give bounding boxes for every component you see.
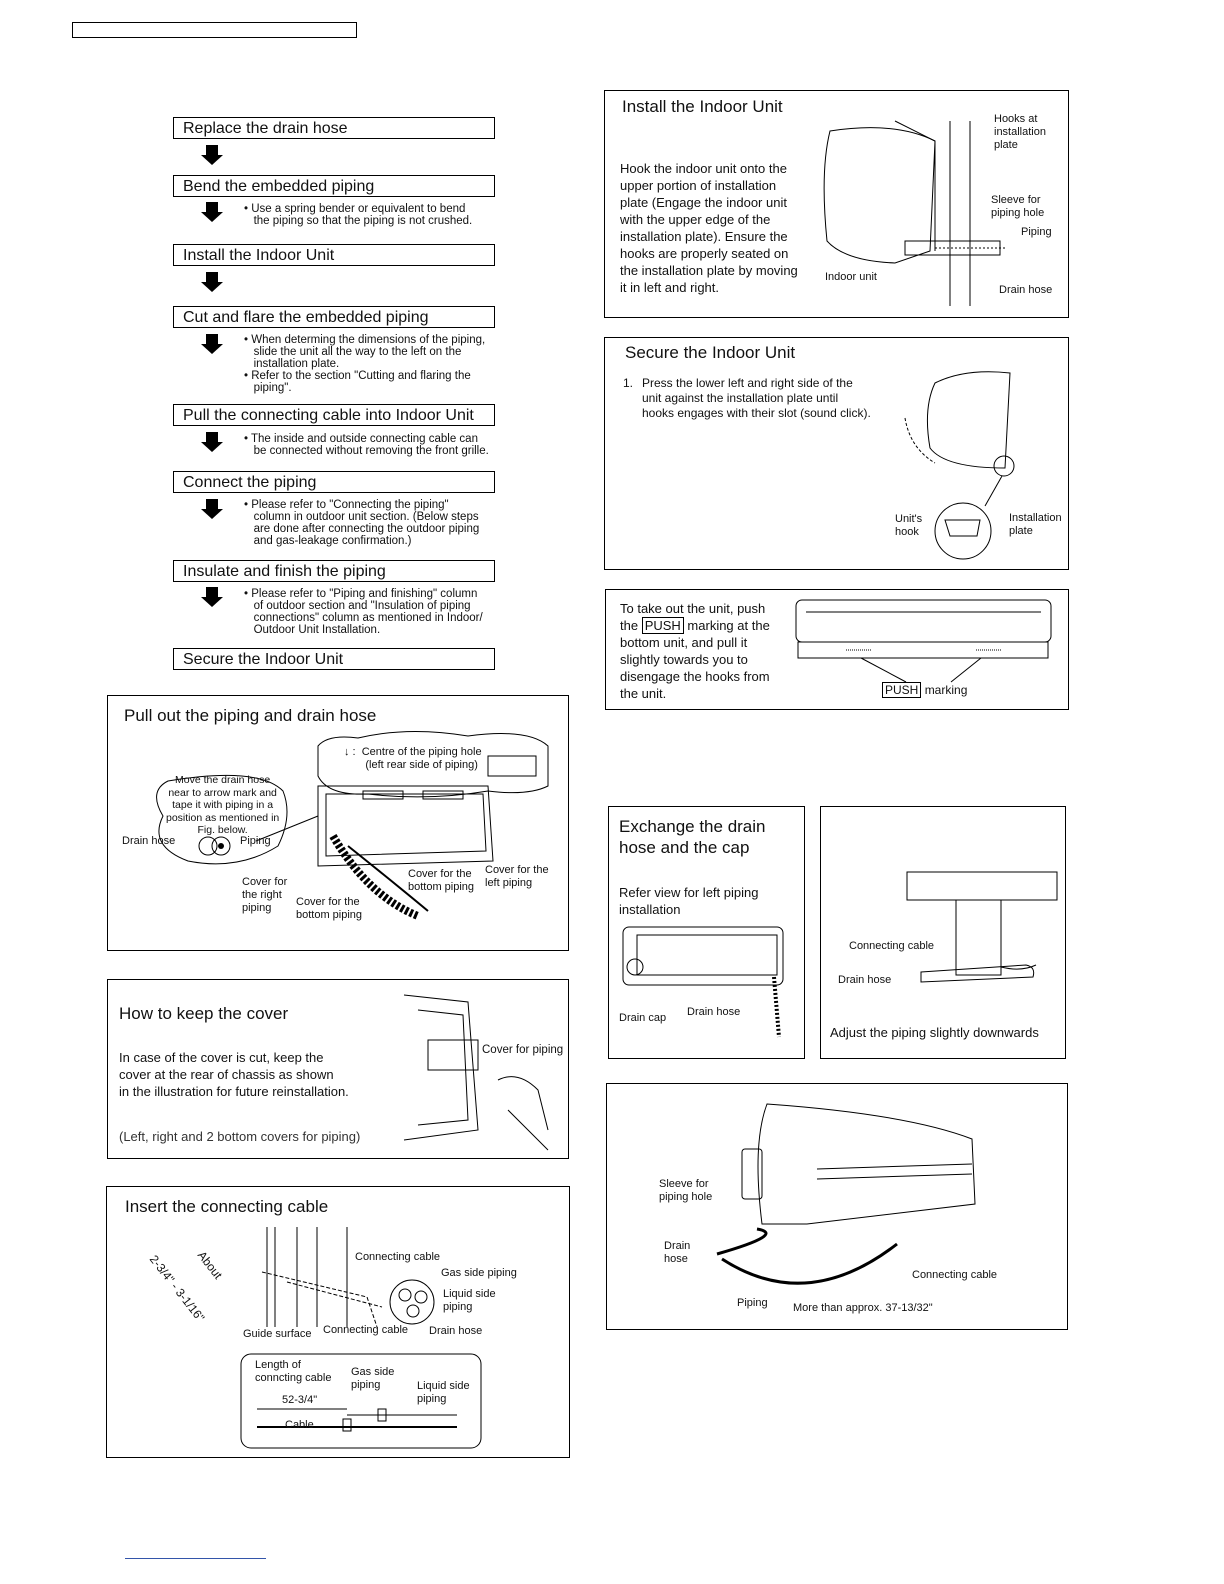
step-note-cut: • When determing the dimensions of the p… [244,334,485,394]
down-arrow-icon [201,587,223,607]
panel-exchange-drain: Exchange the drain hose and the cap Refe… [608,806,805,1059]
step-connect-piping: Connect the piping [173,471,495,493]
down-arrow-icon [201,272,223,292]
step-cut-flare: Cut and flare the embedded piping [173,306,495,328]
bubble-note: Move the drain hose near to arrow mark a… [166,774,279,837]
panel-pull-out: Pull out the piping and drain hose ↓ : C… [107,695,569,951]
down-arrow-icon [201,145,223,165]
label-connecting-cable: Connecting cable [849,940,934,953]
label-connecting-cable-2: Connecting cable [323,1324,408,1337]
label-liquid-side-2: Liquid side piping [417,1380,470,1406]
label-gas-side: Gas side piping [441,1267,517,1280]
label-guide-surface: Guide surface [243,1328,311,1341]
label-drain-hose: Drain hose [999,284,1052,297]
down-arrow-icon [201,202,223,222]
step-bend-piping: Bend the embedded piping [173,175,495,197]
adjust-caption: Adjust the piping slightly downwards [830,1024,1039,1041]
label-sleeve: Sleeve for piping hole [659,1178,712,1204]
label-liquid-side: Liquid side piping [443,1288,496,1314]
centre-note: ↓ : Centre of the piping hole (left rear… [344,746,482,772]
insert-cable-illustration [107,1187,571,1459]
label-cable: Cable [285,1419,314,1432]
step-note-connect: • Please refer to "Connecting the piping… [244,499,479,547]
label-drain-cap: Drain cap [619,1012,666,1025]
label-connecting-cable: Connecting cable [355,1251,440,1264]
down-arrow-icon [201,334,223,354]
panel-keep-cover: How to keep the cover In case of the cov… [107,979,569,1159]
footer-link-underline [125,1558,266,1559]
panel-install-indoor: Install the Indoor Unit Hook the indoor … [604,90,1069,318]
header-box [72,22,357,38]
panel-take-out: To take out the unit, push the PUSH mark… [605,589,1069,710]
label-drain-hose: Drain hose [838,974,891,987]
secure-illustration [605,338,1070,571]
label-connecting-cable: Connecting cable [912,1269,997,1282]
label-installation-plate: Installation plate [1009,512,1062,538]
adjust-illustration [821,807,1067,1060]
step-install-indoor: Install the Indoor Unit [173,244,495,266]
step-note-pull: • The inside and outside connecting cabl… [244,433,489,457]
label-piping: Piping [240,835,271,848]
step-insulate: Insulate and finish the piping [173,560,495,582]
step-pull-cable: Pull the connecting cable into Indoor Un… [173,404,495,426]
panel-secure-indoor: Secure the Indoor Unit 1. Press the lowe… [604,337,1069,570]
label-sleeve: Sleeve for piping hole [991,194,1044,220]
label-piping: Piping [737,1297,768,1310]
label-drain-hose: Drain hose [687,1006,740,1019]
step-note-insulate: • Please refer to "Piping and finishing"… [244,588,483,636]
label-gas-side-2: Gas side piping [351,1366,394,1392]
label-more-than: More than approx. 37-13/32" [793,1302,933,1315]
final-illustration [607,1084,1069,1331]
label-cover-bottom-1: Cover for the bottom piping [296,896,362,922]
label-length-of-cable: Length of conncting cable [255,1359,331,1385]
down-arrow-icon [201,499,223,519]
panel-adjust-piping: Connecting cable Drain hose Adjust the p… [820,806,1066,1059]
push-marking-label: PUSH marking [882,684,967,697]
panel-final: Sleeve for piping hole Drain hose Connec… [606,1083,1068,1330]
label-cover-left: Cover for the left piping [485,864,549,890]
step-secure: Secure the Indoor Unit [173,648,495,670]
label-cover-bottom-2: Cover for the bottom piping [408,868,474,894]
keep-cover-illustration [108,980,570,1160]
label-piping: Piping [1021,226,1052,239]
label-indoor-unit: Indoor unit [825,271,877,284]
takeout-illustration [606,590,1070,711]
label-length: 52-3/4" [282,1394,317,1407]
label-drain-hose: Drain hose [122,835,175,848]
step-note-bend: • Use a spring bender or equivalent to b… [244,203,472,227]
label-cover-for-piping: Cover for piping [482,1044,563,1057]
label-drain-hose: Drain hose [664,1240,690,1266]
label-cover-right: Cover for the right piping [242,876,287,915]
panel-insert-cable: Insert the connecting cable 2-3/4" - 3-1… [106,1186,570,1458]
down-arrow-icon [201,432,223,452]
label-drain-hose: Drain hose [429,1325,482,1338]
label-units-hook: Unit's hook [895,513,922,539]
step-replace-drain-hose: Replace the drain hose [173,117,495,139]
label-hooks: Hooks at installation plate [994,113,1046,152]
